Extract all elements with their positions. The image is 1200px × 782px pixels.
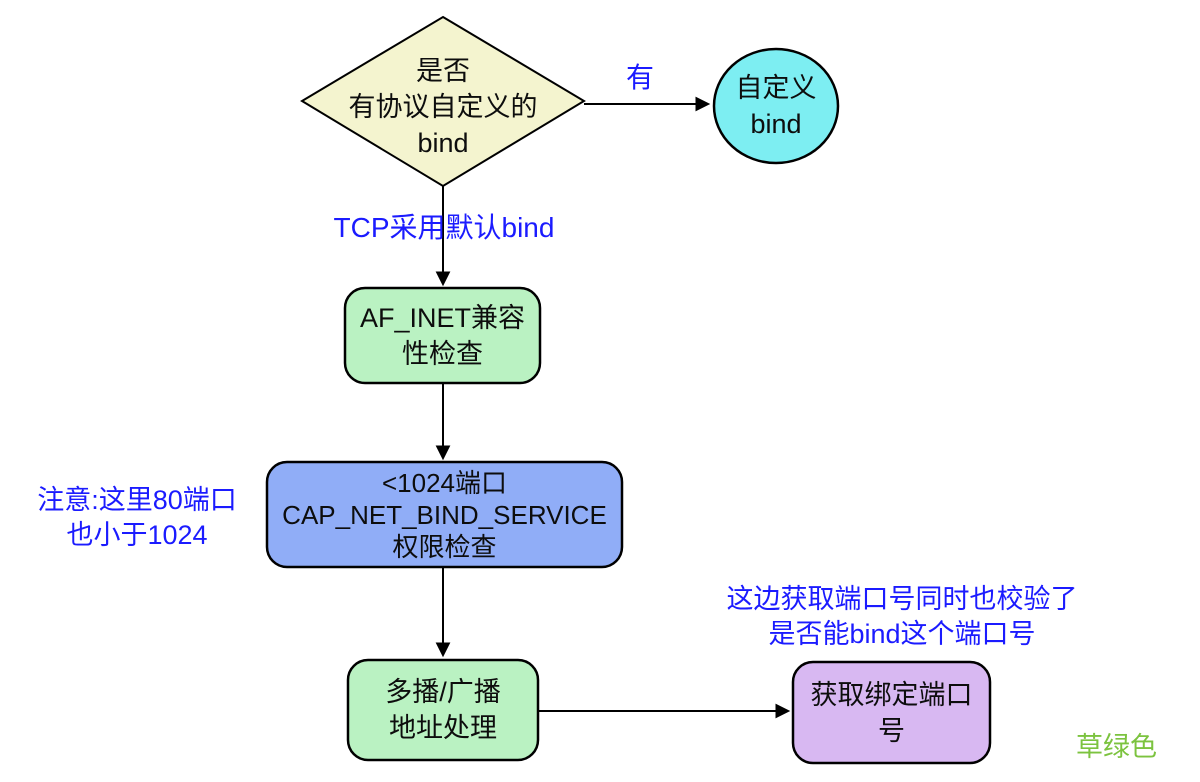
decision-diamond-shape — [300, 15, 586, 188]
get-port-box-shape — [791, 660, 992, 765]
cap-check-box-shape — [265, 460, 624, 569]
af-inet-box-shape — [343, 286, 542, 385]
custom-bind-circle-shape — [712, 47, 840, 165]
multicast-box-shape — [346, 658, 540, 762]
grass-green-label: 草绿色 — [1076, 732, 1157, 762]
